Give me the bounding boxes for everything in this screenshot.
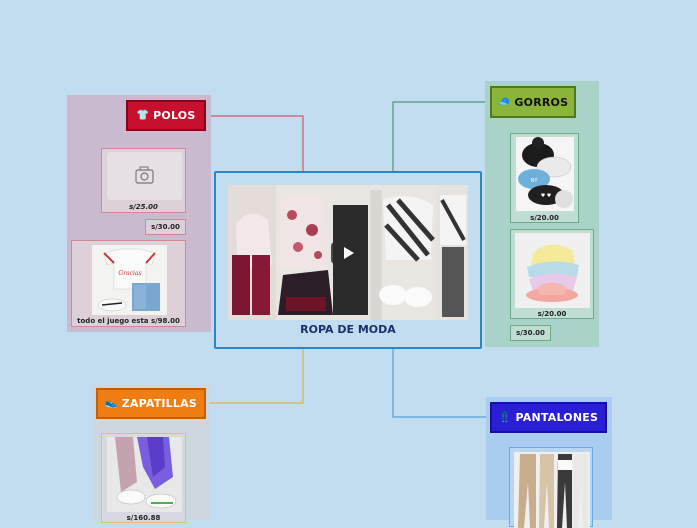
gorros-item-1[interactable]: NY ♥ ♥ s/20.00 (510, 133, 579, 223)
sneaker-icon: 👟 (105, 398, 118, 409)
image-placeholder (107, 152, 182, 200)
gorros-topic[interactable]: 🧢 GORROS (490, 86, 576, 118)
polos-topic[interactable]: 👕 POLOS (126, 100, 206, 131)
polos-item-1-caption: s/25.00 (129, 203, 158, 211)
gorros-label: GORROS (514, 95, 569, 109)
polos-set-image: Gracias (92, 245, 167, 315)
line-pantalones (392, 348, 490, 418)
zapatillas-item-1[interactable]: s/160.88 (101, 433, 186, 523)
gorros-item-1-caption: s/20.00 (530, 214, 559, 222)
polos-item-2[interactable]: Gracias todo el juego esta s/98.00 (71, 240, 186, 327)
gorros-item-2[interactable]: s/20.00 (510, 229, 594, 319)
pants-icon: 👖 (498, 412, 512, 423)
central-video-thumbnail[interactable] (228, 185, 468, 320)
pantalones-image-1 (514, 452, 590, 528)
zapatillas-item-1-caption: s/160.88 (126, 514, 161, 522)
play-icon (344, 247, 354, 259)
line-zapatillas (205, 348, 304, 404)
gorros-item-2-caption: s/20.00 (537, 310, 567, 318)
pantalones-item-1[interactable] (509, 447, 593, 528)
gorros-image-1: NY ♥ ♥ (516, 137, 574, 211)
central-topic[interactable]: ROPA DE MODA (214, 171, 482, 349)
cap-icon: 🧢 (497, 96, 511, 108)
gorros-image-2 (515, 233, 590, 308)
central-title: ROPA DE MODA (300, 323, 396, 336)
polos-item-2-caption: todo el juego esta s/98.00 (77, 317, 180, 325)
shirt-icon: 👕 (136, 110, 150, 121)
zapatillas-topic[interactable]: 👟 ZAPATILLAS (96, 388, 206, 419)
line-gorros (392, 101, 490, 172)
polos-item-1[interactable]: s/25.00 (101, 148, 186, 213)
polos-label: POLOS (153, 109, 196, 122)
pantalones-label: PANTALONES (515, 411, 599, 424)
line-polos (205, 115, 304, 172)
svg-text:NY: NY (531, 178, 539, 184)
zapatillas-image-1 (107, 437, 182, 512)
zapatillas-label: ZAPATILLAS (121, 397, 197, 410)
svg-text:Gracias: Gracias (118, 270, 141, 277)
pantalones-topic[interactable]: 👖 PANTALONES (490, 402, 607, 433)
polos-price[interactable]: s/30.00 (145, 219, 186, 235)
gorros-price[interactable]: s/30.00 (510, 325, 551, 341)
svg-text:♥ ♥: ♥ ♥ (541, 193, 552, 199)
